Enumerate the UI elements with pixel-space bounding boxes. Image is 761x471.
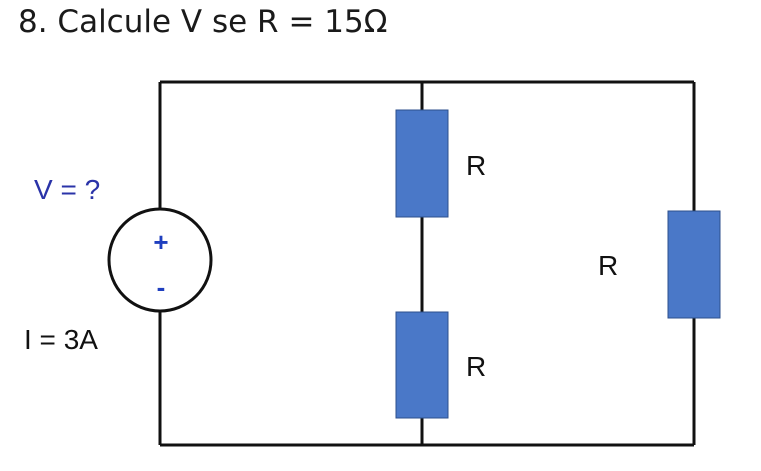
- resistor-label: R: [598, 250, 618, 281]
- question-title: 8. Calcule V se R = 15Ω: [18, 4, 388, 40]
- resistor-top-middle: R: [395, 109, 486, 218]
- current-label: I = 3A: [24, 324, 98, 355]
- plus-sign: +: [153, 227, 168, 257]
- resistor-body: [667, 210, 721, 319]
- current-source: + -: [107, 207, 213, 313]
- minus-sign: -: [157, 272, 166, 302]
- source-circle: [107, 207, 213, 313]
- voltage-label: V = ?: [34, 174, 100, 205]
- resistor-bottom-middle: R: [395, 311, 486, 419]
- resistor-right: R: [598, 210, 721, 319]
- resistor-body: [395, 109, 449, 218]
- resistor-label: R: [466, 150, 486, 181]
- resistor-body: [395, 311, 449, 419]
- resistor-label: R: [466, 351, 486, 382]
